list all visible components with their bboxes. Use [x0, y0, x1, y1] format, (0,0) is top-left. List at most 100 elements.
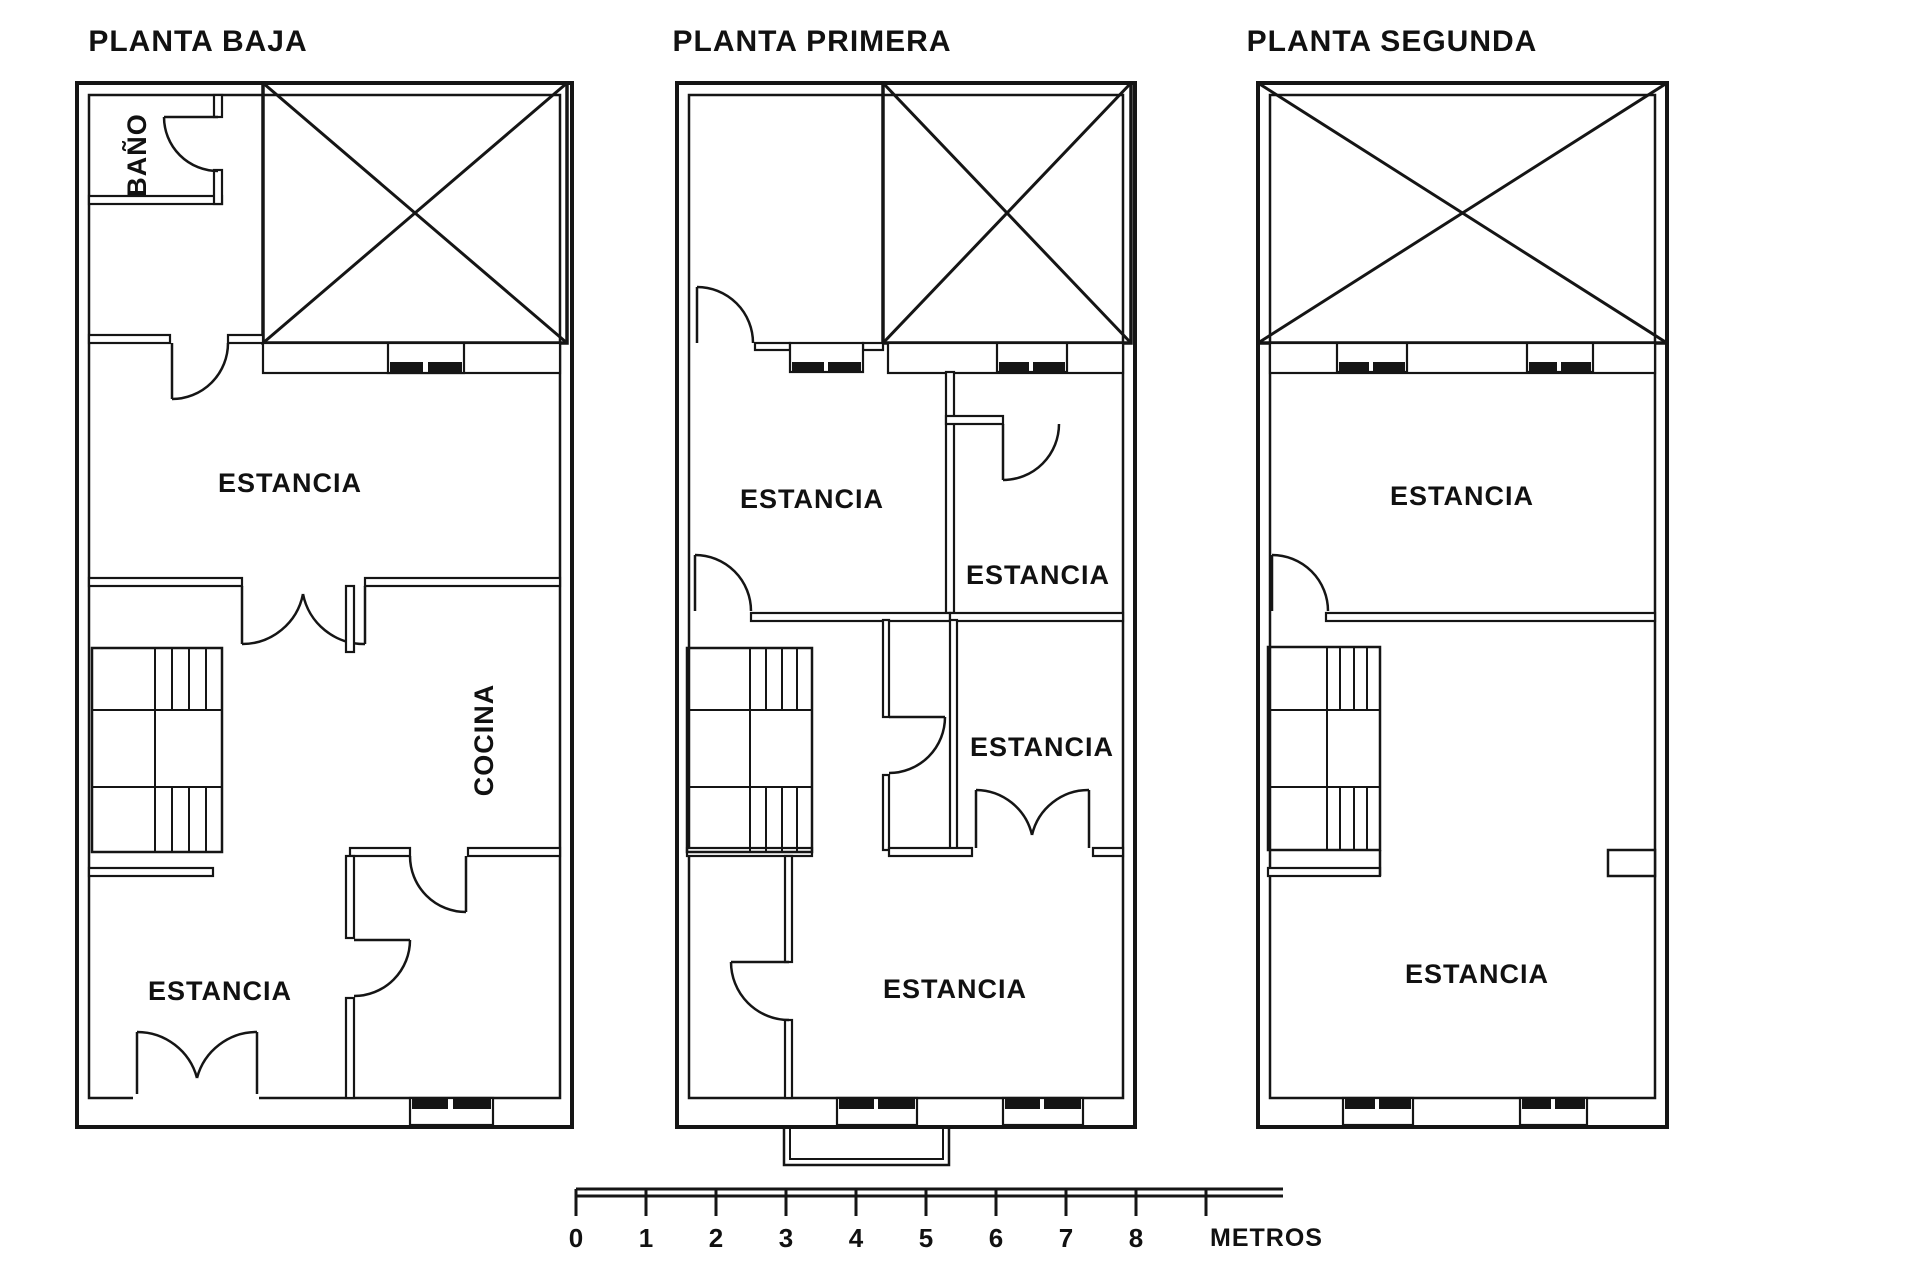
wall-segment	[87, 866, 215, 878]
stairs	[1266, 645, 1382, 852]
door-hall-estancia	[170, 342, 230, 401]
wall-segment	[87, 194, 224, 206]
facade-band	[1268, 341, 1657, 375]
wall-segment	[466, 846, 562, 858]
room-label-estancia-lower: ESTANCIA	[1405, 959, 1549, 989]
drawing-primitive	[162, 116, 219, 173]
scale-tick-5: 5	[919, 1223, 933, 1253]
mid-bottom-wall	[685, 788, 1125, 858]
drawing-primitive	[1522, 1098, 1551, 1109]
scale-tick-7: 7	[1059, 1223, 1073, 1253]
double-door	[240, 586, 367, 646]
drawing-primitive	[881, 81, 1133, 345]
wall-segment	[363, 576, 562, 588]
drawing-primitive	[428, 362, 462, 372]
wall-segment	[344, 584, 356, 654]
wall-segment	[948, 611, 1125, 623]
drawing-primitive	[1339, 362, 1369, 372]
drawing-primitive	[1268, 93, 1657, 1100]
drawing-primitive	[687, 93, 1125, 1100]
outer-walls	[675, 81, 1137, 1129]
drawing-primitive	[1266, 645, 1382, 852]
plan-title-segunda: PLANTA SEGUNDA	[1247, 25, 1538, 58]
estancia-upper-wall	[87, 576, 562, 646]
wall-segment	[348, 846, 412, 858]
door-bano	[162, 115, 219, 173]
terrace-wall	[695, 285, 885, 374]
window	[788, 341, 865, 374]
window	[408, 1096, 495, 1127]
balcony	[782, 1127, 951, 1167]
plan-baja: BAÑO ESTANCIA COCINA ESTANCIA	[75, 81, 574, 1129]
drawing-primitive	[390, 362, 423, 372]
drawing-primitive	[1033, 362, 1065, 372]
drawing-primitive	[696, 285, 755, 344]
stairs	[90, 646, 224, 854]
wall-segment	[212, 168, 224, 206]
wall-segment	[212, 93, 224, 119]
room-label-estancia-mid: ESTANCIA	[970, 732, 1114, 762]
wall-segment	[887, 846, 974, 858]
door-stair-hall	[693, 553, 753, 612]
scale-tick-0: 0	[569, 1223, 583, 1253]
void-x-box	[881, 81, 1133, 345]
drawing-primitive	[1379, 1098, 1411, 1109]
door-terrace	[695, 285, 755, 344]
drawing-primitive	[195, 1030, 258, 1079]
drawing-primitive	[729, 961, 790, 1022]
wall-segment	[881, 773, 891, 852]
drawing-primitive	[301, 593, 366, 646]
wall-segment	[944, 414, 1005, 426]
wall-segment	[1324, 611, 1657, 623]
window	[1001, 1096, 1085, 1127]
drawing-primitive	[453, 1098, 491, 1109]
outer-walls	[75, 81, 574, 1129]
facade-band	[886, 341, 1125, 375]
plan-title-primera: PLANTA PRIMERA	[673, 25, 952, 58]
door-lower	[353, 938, 412, 998]
door-ne	[1001, 423, 1061, 482]
scale-tick-1: 1	[639, 1223, 653, 1253]
door-cocina	[408, 855, 468, 914]
room-label-cocina: COCINA	[469, 684, 499, 797]
cocina-walls	[344, 584, 562, 914]
drawing-primitive	[1271, 553, 1330, 612]
door-mid-hall	[888, 715, 947, 775]
window	[995, 341, 1069, 374]
wall-segment	[753, 341, 792, 352]
drawing-primitive	[1030, 788, 1090, 836]
window	[1335, 341, 1409, 374]
void-x-box	[261, 81, 569, 345]
drawing-primitive	[87, 93, 562, 1100]
window	[1341, 1096, 1415, 1127]
scale-unit-label: METROS	[1210, 1224, 1323, 1252]
plan-segunda: ESTANCIA ESTANCIA	[1256, 81, 1669, 1129]
drawing-primitive	[828, 362, 861, 372]
scale-tick-3: 3	[779, 1223, 793, 1253]
double-door	[974, 788, 1091, 848]
drawing-primitive	[1561, 362, 1591, 372]
plan-primera: ESTANCIA ESTANCIA ESTANCIA ESTANCIA	[675, 81, 1137, 1167]
scale-bar: 0 1 2 3 4 5 6 7 8 METROS	[569, 1187, 1323, 1253]
wall-segment	[344, 854, 356, 940]
lower-walls	[1266, 848, 1657, 878]
door-small-room	[729, 960, 790, 1022]
scale-tick-6: 6	[989, 1223, 1003, 1253]
drawing-primitive	[412, 1098, 448, 1109]
room-label-estancia-upper: ESTANCIA	[1390, 481, 1534, 511]
drawing-primitive	[1345, 1098, 1375, 1109]
drawing-primitive	[975, 788, 1034, 836]
drawing-primitive	[1044, 1098, 1081, 1109]
scale-tick-4: 4	[849, 1223, 864, 1253]
drawing-primitive	[1268, 341, 1657, 375]
room-label-estancia-south: ESTANCIA	[883, 974, 1027, 1004]
room-bano	[87, 93, 224, 206]
drawing-primitive	[171, 342, 230, 401]
wall-segment	[87, 576, 244, 588]
scale-tick-2: 2	[709, 1223, 723, 1253]
wall-segment	[226, 333, 265, 345]
mid-hall	[881, 618, 959, 852]
room-label-estancia-nw: ESTANCIA	[740, 484, 884, 514]
